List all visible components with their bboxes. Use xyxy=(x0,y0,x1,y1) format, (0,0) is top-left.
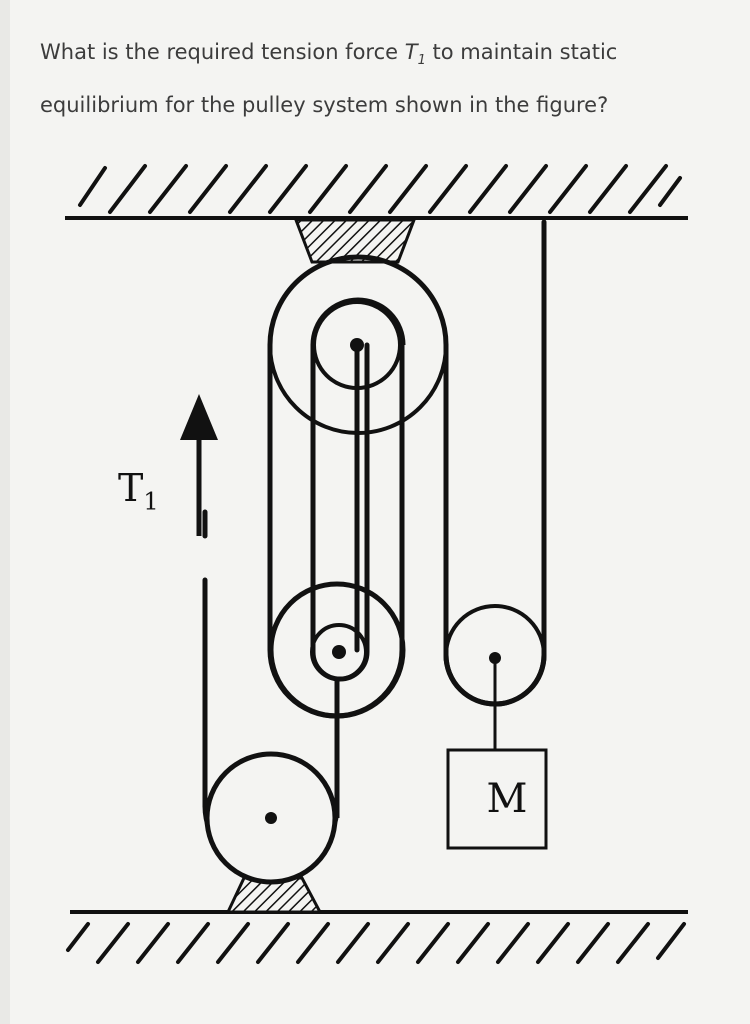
ceiling-mount xyxy=(293,218,417,264)
floor-pulley xyxy=(202,580,340,885)
ceiling-pulley xyxy=(267,254,449,435)
page: What is the required tension force T1 to… xyxy=(10,0,750,1024)
question-text: What is the required tension force T1 to… xyxy=(40,30,720,127)
question-symbol: T1 xyxy=(404,40,426,69)
rope-right-loop xyxy=(443,219,547,707)
mass-pulley xyxy=(443,604,547,750)
question-part2: to maintain static equilibrium for the p… xyxy=(40,40,618,118)
mass-block xyxy=(446,748,548,850)
pulley-diagram xyxy=(65,164,688,964)
floor xyxy=(66,910,688,964)
question-part1: What is the required tension force xyxy=(40,40,405,64)
force-arrow xyxy=(180,394,218,536)
mass-label: M xyxy=(486,776,528,822)
tension-label: T1 xyxy=(118,466,159,516)
ceiling xyxy=(65,164,688,220)
